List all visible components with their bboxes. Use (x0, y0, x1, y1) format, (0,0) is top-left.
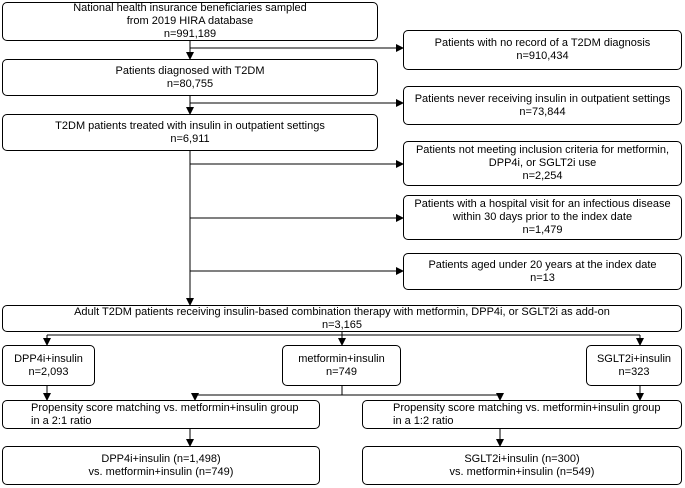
box-result-right-line1: SGLT2i+insulin (n=300) (464, 452, 580, 465)
box-result-left-line2: vs. metformin+insulin (n=749) (88, 465, 234, 478)
box-not-meeting: Patients not meeting inclusion criteria … (403, 141, 682, 186)
box-infectious: Patients with a hospital visit for an in… (403, 195, 682, 240)
box-infectious-line2: within 30 days prior to the index date (452, 211, 633, 223)
box-under20: Patients aged under 20 years at the inde… (403, 253, 682, 290)
box-diagnosed-count: n=80,755 (166, 77, 214, 90)
box-sampled-count: n=991,189 (163, 28, 217, 40)
box-psm-left-line2: in a 2:1 ratio (31, 414, 92, 427)
box-sampled: National health insurance beneficiaries … (2, 2, 378, 41)
box-under20-line1: Patients aged under 20 years at the inde… (428, 258, 657, 271)
box-never-insulin-count: n=73,844 (519, 105, 566, 118)
box-psm-right: Propensity score matching vs. metformin+… (362, 400, 682, 429)
box-dpp4i-count: n=2,093 (28, 365, 69, 378)
box-dpp4i-line1: DPP4i+insulin (14, 352, 83, 365)
box-dpp4i: DPP4i+insulin n=2,093 (2, 345, 95, 386)
box-sglt2i-count: n=323 (618, 365, 650, 378)
box-sampled-line2: from 2019 HIRA database (126, 15, 254, 27)
box-diagnosed: Patients diagnosed with T2DM n=80,755 (2, 59, 378, 96)
box-under20-count: n=13 (530, 271, 555, 284)
box-treated-insulin: T2DM patients treated with insulin in ou… (2, 114, 378, 151)
box-adult-combo-count: n=3,165 (321, 318, 363, 331)
box-psm-left: Propensity score matching vs. metformin+… (2, 400, 320, 429)
box-adult-combo-line1: Adult T2DM patients receiving insulin-ba… (74, 305, 610, 318)
box-not-meeting-line2: DPP4i, or SGLT2i use (488, 157, 597, 169)
box-metformin-line1: metformin+insulin (298, 352, 385, 365)
box-psm-left-line1: Propensity score matching vs. metformin+… (31, 401, 299, 414)
box-diagnosed-line1: Patients diagnosed with T2DM (115, 64, 265, 77)
box-not-meeting-line1: Patients not meeting inclusion criteria … (415, 144, 670, 156)
box-psm-right-line2: in a 1:2 ratio (393, 414, 454, 427)
box-psm-right-line1: Propensity score matching vs. metformin+… (393, 401, 661, 414)
box-never-insulin: Patients never receiving insulin in outp… (403, 86, 682, 125)
box-metformin: metformin+insulin n=749 (282, 345, 401, 386)
box-no-record-line1: Patients with no record of a T2DM diagno… (434, 37, 651, 49)
box-infectious-count: n=1,479 (522, 224, 563, 236)
box-sglt2i-line1: SGLT2i+insulin (596, 352, 672, 365)
box-never-insulin-line1: Patients never receiving insulin in outp… (414, 92, 671, 105)
box-not-meeting-count: n=2,254 (522, 170, 563, 182)
box-adult-combo: Adult T2DM patients receiving insulin-ba… (2, 305, 682, 332)
box-result-left-line1: DPP4i+insulin (n=1,498) (101, 452, 221, 465)
box-sglt2i: SGLT2i+insulin n=323 (586, 345, 682, 386)
box-infectious-line1: Patients with a hospital visit for an in… (414, 198, 671, 210)
box-no-record: Patients with no record of a T2DM diagno… (403, 30, 682, 70)
box-no-record-count: n=910,434 (516, 50, 569, 62)
box-result-left: DPP4i+insulin (n=1,498) vs. metformin+in… (2, 446, 320, 485)
box-sampled-line1: National health insurance beneficiaries … (73, 2, 307, 14)
box-treated-insulin-count: n=6,911 (170, 132, 210, 145)
box-result-right-line2: vs. metformin+insulin (n=549) (449, 465, 595, 478)
box-metformin-count: n=749 (326, 365, 357, 378)
box-treated-insulin-line1: T2DM patients treated with insulin in ou… (55, 119, 325, 132)
box-result-right: SGLT2i+insulin (n=300) vs. metformin+ins… (362, 446, 682, 485)
